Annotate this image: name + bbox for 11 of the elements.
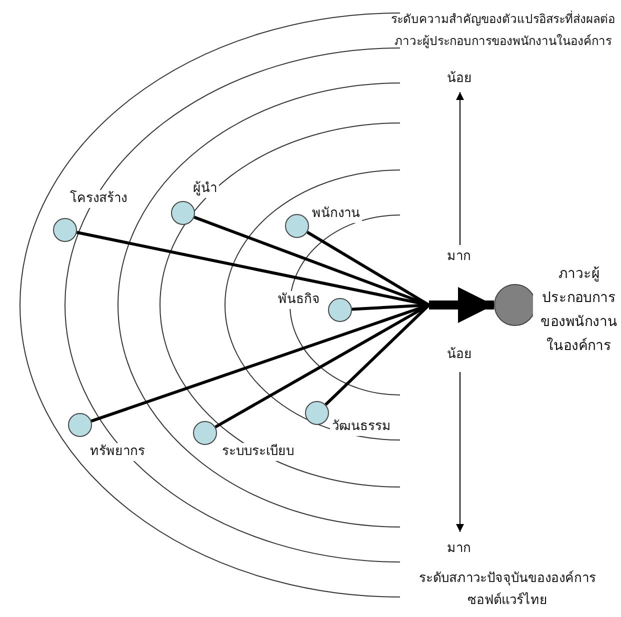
node-label: ผู้นำ [191,180,219,198]
connector-line [324,304,430,406]
node-label: ระบบระเบียบ [220,443,296,461]
node-label: พันธกิจ [276,291,322,309]
thick-arrow [429,287,494,323]
axis-caption: ระดับสภาวะปัจจุบันขององค์การซอฟต์แวร์ไทย [418,570,597,610]
node-label: โครงสร้าง [68,190,129,208]
axis-caption: ระดับความสำคัญของตัวแปรอิสระที่ส่งผลต่อภาวะผู้ประกอบการของพนักงานในองค์การ [390,10,616,50]
node-label: ทรัพยากร [88,443,147,461]
node-label: พนักงาน [310,205,362,223]
connector-line [306,230,430,306]
